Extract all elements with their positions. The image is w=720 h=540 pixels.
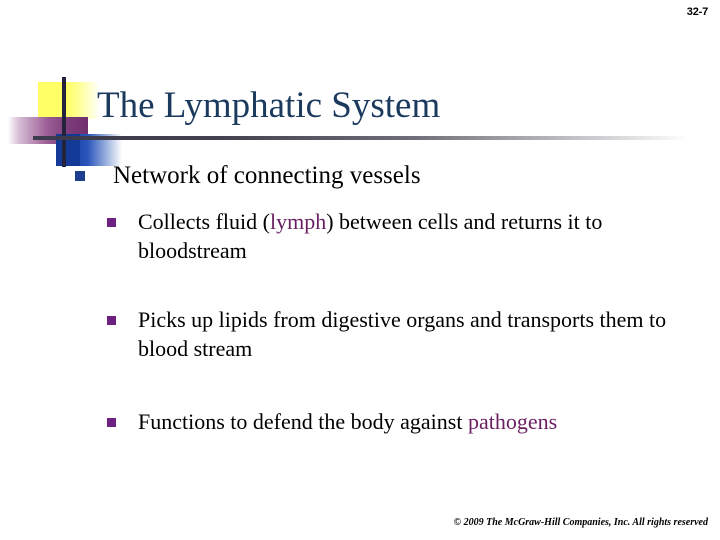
square-bullet-purple-icon xyxy=(107,418,116,427)
bullet-level2-label: Functions to defend the body against pat… xyxy=(138,409,558,434)
logo-vertical-line-icon xyxy=(62,77,66,167)
page-title: The Lymphatic System xyxy=(97,85,441,126)
bullet-level2-item: Functions to defend the body against pat… xyxy=(0,407,720,436)
square-bullet-blue-icon xyxy=(75,171,85,181)
bullet-level2-label: Picks up lipids from digestive organs an… xyxy=(138,307,667,361)
bullet-level1: Network of connecting vessels xyxy=(0,160,720,191)
slide-body: Network of connecting vessels Collects f… xyxy=(0,160,720,436)
page-number: 32-7 xyxy=(686,6,708,18)
square-bullet-purple-icon xyxy=(107,316,116,325)
bullet-level2-item: Collects fluid (lymph) between cells and… xyxy=(0,207,720,265)
accent-term: pathogens xyxy=(467,409,558,434)
title-divider xyxy=(33,136,690,140)
logo-yellow-square-icon xyxy=(38,82,100,119)
square-bullet-purple-icon xyxy=(107,218,116,227)
bullet-level2-item: Picks up lipids from digestive organs an… xyxy=(0,305,720,363)
bullet-level1-label: Network of connecting vessels xyxy=(113,162,421,189)
accent-term: lymph xyxy=(269,209,327,234)
bullet-level2-label: Collects fluid (lymph) between cells and… xyxy=(138,209,603,263)
copyright-notice: © 2009 The McGraw-Hill Companies, Inc. A… xyxy=(453,517,708,528)
